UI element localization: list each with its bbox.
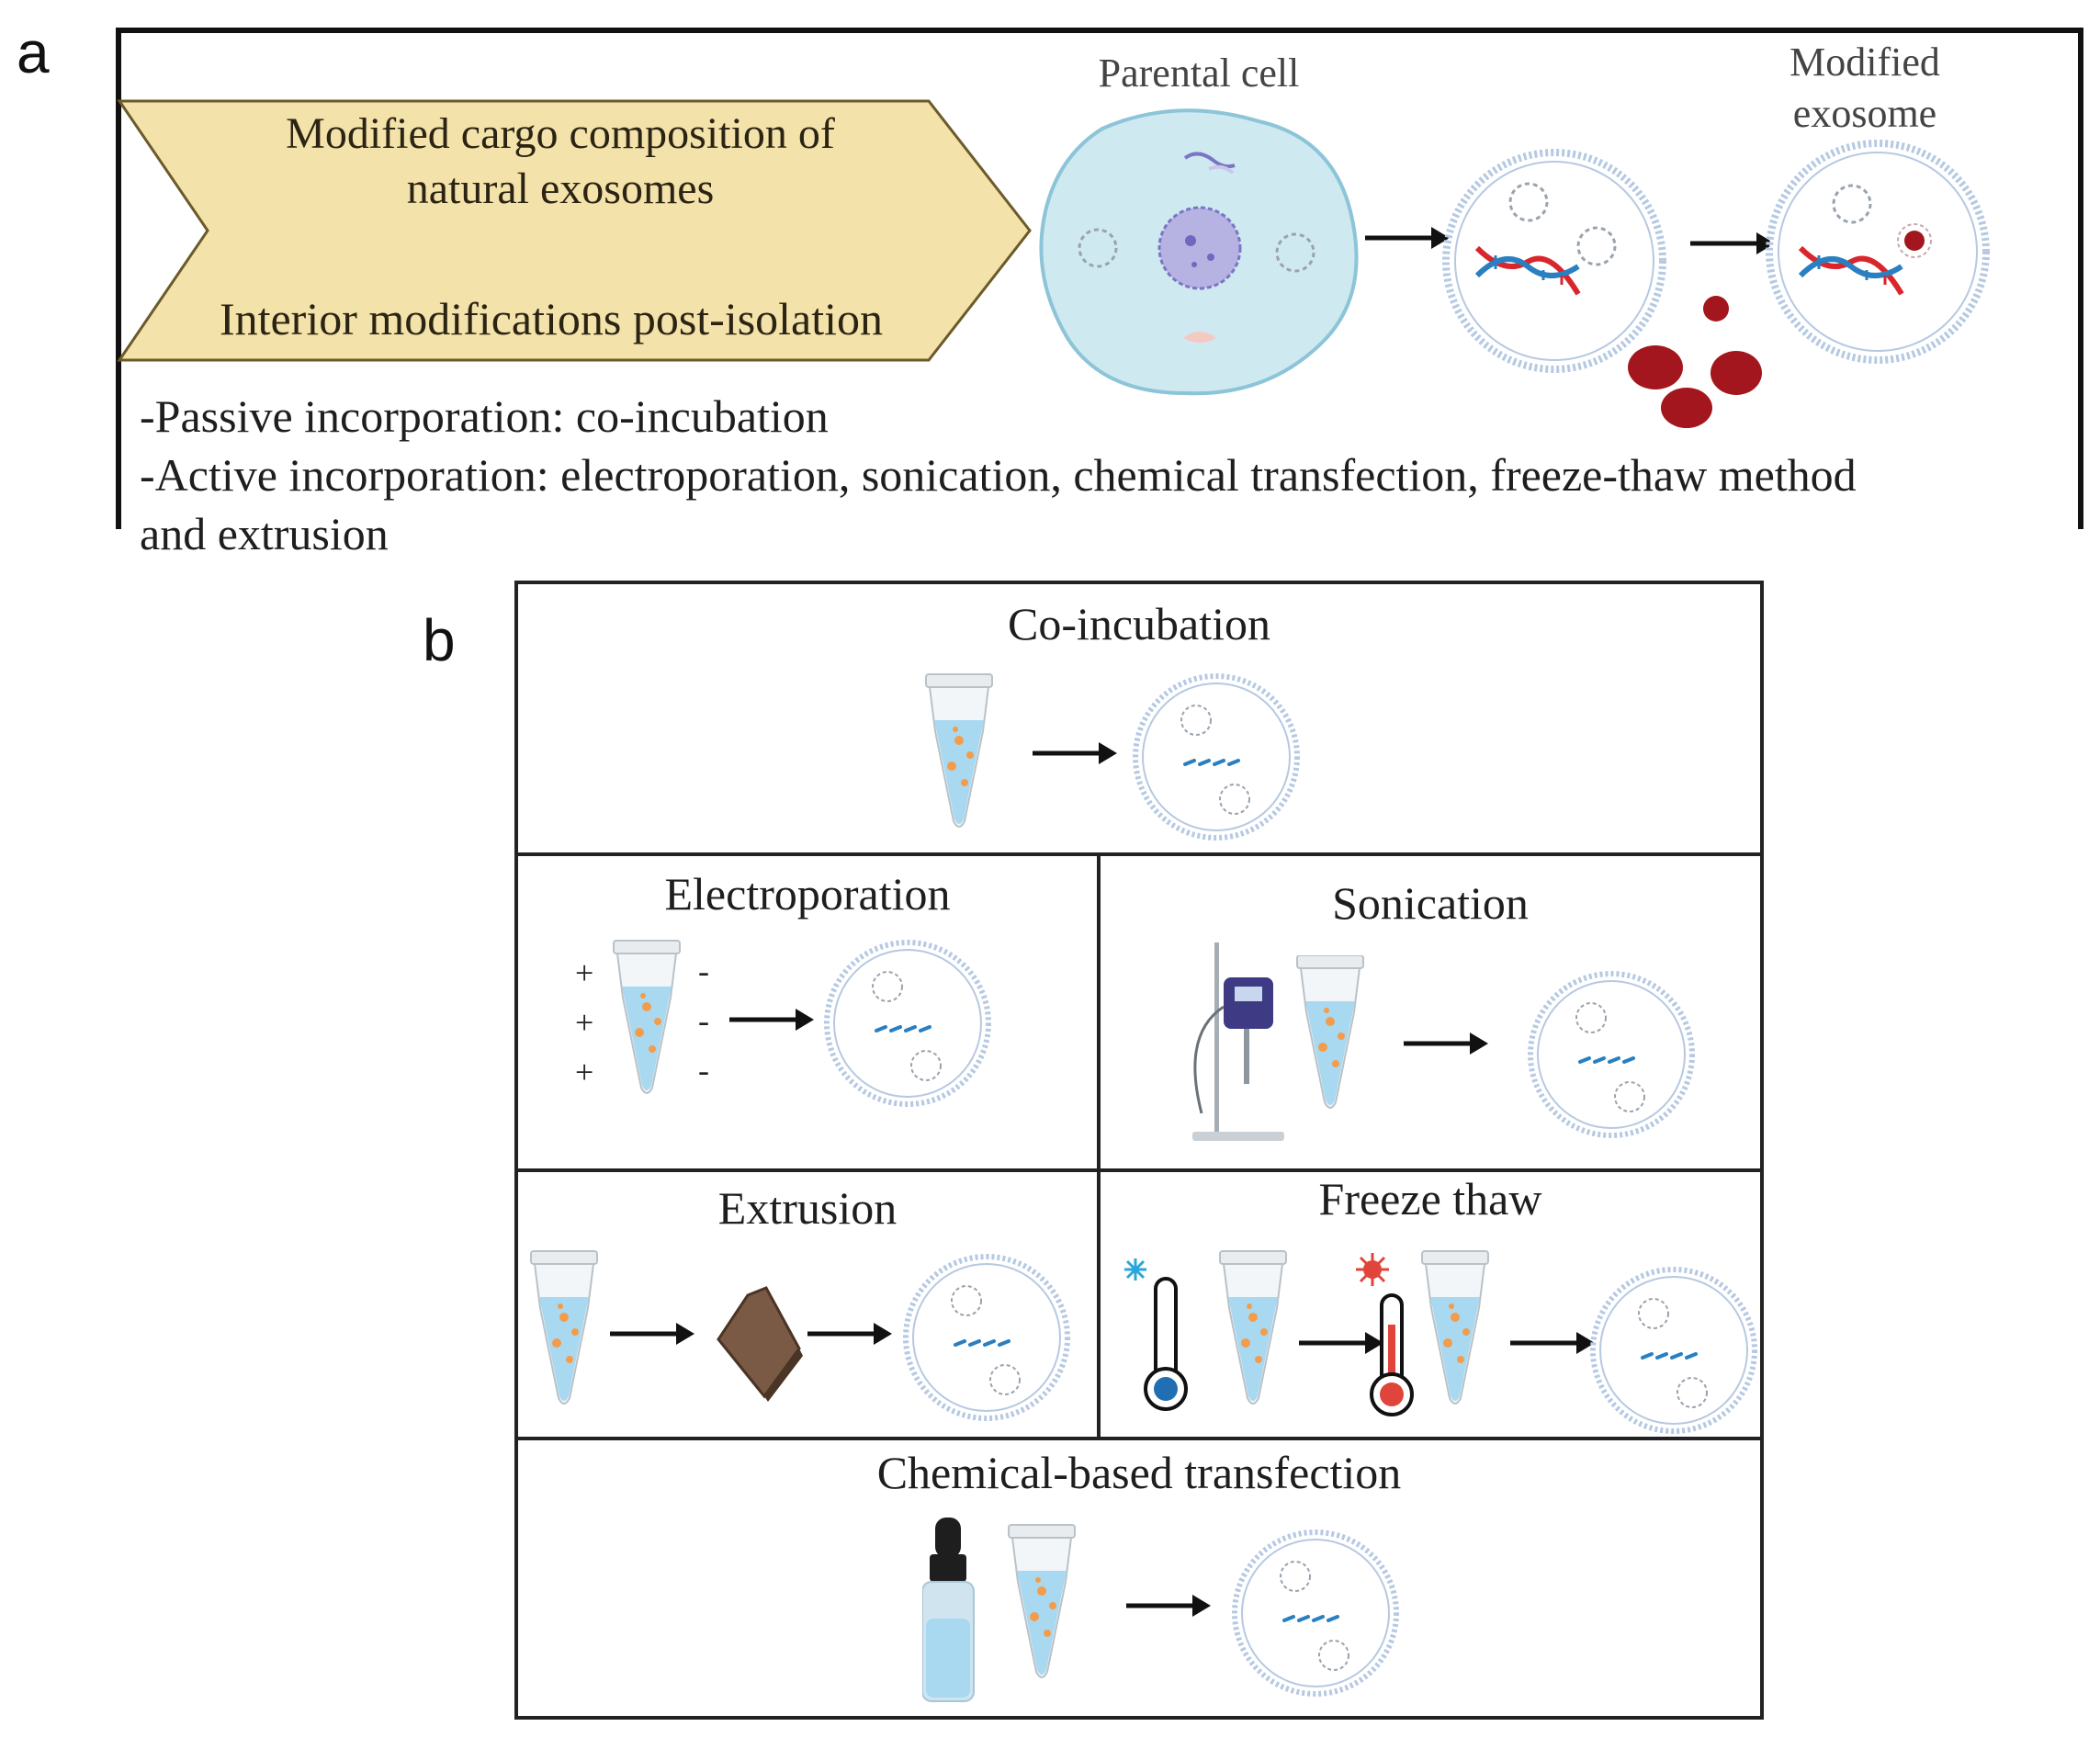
active-incorporation-text-cont: and extrusion: [140, 508, 389, 559]
sonication-illustration: [1296, 955, 1734, 1157]
coincubation-illustration: [925, 673, 1345, 849]
electrode-plus-2: +: [575, 1004, 594, 1041]
electrode-plus-1: +: [575, 954, 594, 991]
dna-icon: [1798, 245, 1904, 296]
modified-exosome-illustration: [1766, 140, 1990, 364]
electrode-minus-2: -: [698, 1002, 709, 1039]
banner-chevron: [117, 99, 1032, 362]
electrode-plus-3: +: [575, 1054, 594, 1090]
panel-b-letter: b: [423, 607, 456, 673]
electrode-minus-1: -: [698, 953, 709, 989]
banner-title-line2: natural exosomes: [406, 164, 715, 213]
panel-a-letter: a: [17, 19, 50, 85]
extrusion-title: Extrusion: [717, 1182, 898, 1234]
banner-title-line1: Modified cargo composition of: [286, 109, 835, 158]
snowflake-icon: [1124, 1258, 1146, 1281]
dna-icon: [1474, 245, 1581, 296]
passive-incorporation-text: -Passive incorporation: co-incubation: [140, 390, 829, 442]
cold-thermometer-icon: [1144, 1277, 1188, 1411]
modified-exosome-label-line2: exosome: [1792, 91, 1937, 136]
modified-exosome-label-line1: Modified: [1790, 39, 1940, 85]
freeze-thaw-illustration: [1124, 1250, 1760, 1435]
parental-cell-illustration: [1039, 108, 1359, 396]
coincubation-title: Co-incubation: [1007, 598, 1271, 649]
heat-icon: [1356, 1253, 1389, 1286]
extrusion-illustration: [530, 1250, 1097, 1435]
panel-b-grid: Co-incubation Electroporation + + + - - …: [514, 581, 1764, 1720]
parental-cell-label: Parental cell: [1098, 51, 1300, 96]
chemical-transfection-title: Chemical-based transfection: [876, 1447, 1402, 1498]
electroporation-title: Electroporation: [664, 868, 951, 920]
chemical-transfection-illustration: [922, 1518, 1584, 1702]
cargo-particles: [1628, 296, 1762, 428]
hot-thermometer-icon: [1370, 1293, 1414, 1416]
nucleus: [1157, 206, 1242, 290]
membrane-filter-icon: [717, 1286, 803, 1402]
dropper-bottle-icon: [922, 1518, 975, 1702]
freeze-thaw-title: Freeze thaw: [1318, 1173, 1542, 1224]
electrode-minus-3: -: [698, 1052, 709, 1089]
electroporation-illustration: [613, 940, 1088, 1134]
active-incorporation-text: -Active incorporation: electroporation, …: [140, 449, 1857, 501]
natural-exosome-illustration: [1442, 149, 1666, 373]
banner-subtitle: Interior modifications post-isolation: [219, 293, 884, 344]
sonication-title: Sonication: [1332, 877, 1529, 929]
panel-a-frame: [116, 28, 2083, 529]
sonicator-icon: [1192, 942, 1284, 1141]
